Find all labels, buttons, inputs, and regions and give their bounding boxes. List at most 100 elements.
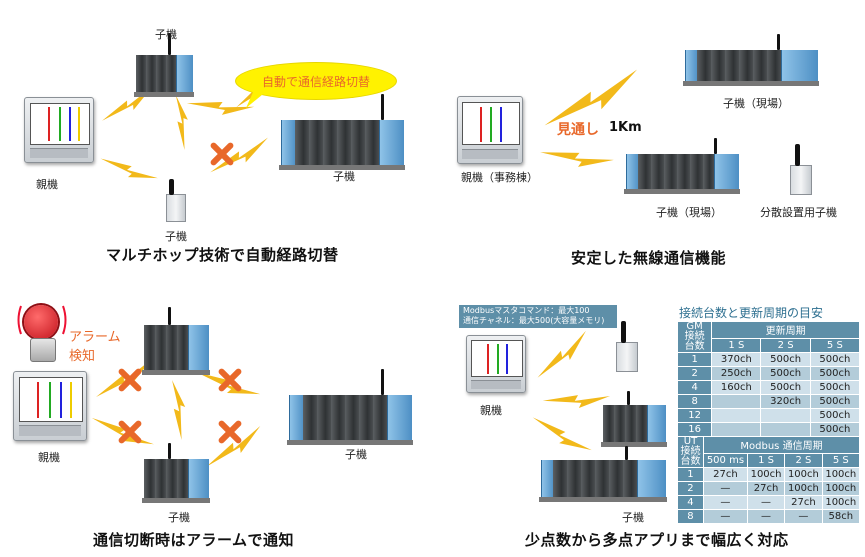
field-child-top xyxy=(683,34,819,86)
alarm-label-1: アラーム xyxy=(69,330,121,345)
ut-value-cell: 27ch xyxy=(784,495,823,510)
parent-recorder xyxy=(24,97,94,163)
gm-corner-text: 台数 xyxy=(684,341,705,352)
gm-value-cell: 500ch xyxy=(809,366,861,381)
child-bottom-label: 子機 xyxy=(165,230,187,243)
ut-value-cell: 27ch xyxy=(746,481,786,496)
ut-row-header-cell: 1 xyxy=(677,467,704,482)
gm-row-header-cell: 2 xyxy=(676,366,713,381)
modbus-note-line2: 通信チャネル：最大500(大容量メモリ) xyxy=(463,316,605,325)
office-parent-label: 親機（事務棟） xyxy=(461,171,538,184)
gm-corner-text: 接続 xyxy=(684,331,705,342)
gm-corner-text: GM xyxy=(686,321,703,332)
table-title: 接続台数と更新周期の目安 xyxy=(679,306,824,320)
gm-value-cell: 500ch xyxy=(809,352,861,367)
ut-corner-text: UT xyxy=(683,436,698,447)
ut-value-cell: 58ch xyxy=(821,509,861,524)
ut-value-cell: 100ch xyxy=(821,467,861,482)
ut-corner-text: 接続 xyxy=(680,446,701,457)
ut-corner-text: 台数 xyxy=(680,456,701,467)
modbus-caption: 少点数から多点アプリまで幅広く対応 xyxy=(525,531,789,549)
alarm-bell-icon xyxy=(24,305,58,339)
ut-group-header: Modbus 通信周期 xyxy=(702,436,861,454)
gm-value-cell: 500ch xyxy=(809,408,861,423)
field-child-bottom xyxy=(624,138,740,194)
gm-row-header-cell: 1 xyxy=(676,352,713,367)
ut-value-cell: — xyxy=(746,509,786,524)
parent-label: 親機 xyxy=(36,178,58,191)
gm-row-header-cell: 12 xyxy=(676,408,713,423)
field-child-bottom-label: 子機（現場） xyxy=(656,206,722,219)
bubble-tail xyxy=(246,90,268,108)
gm-value-cell xyxy=(760,408,811,423)
gm-value-cell: 370ch xyxy=(711,352,762,367)
ut-value-cell: — xyxy=(784,509,823,524)
modbus-note-line1: Modbusマスタコマンド：最大100 xyxy=(463,306,590,315)
gm-value-cell: 500ch xyxy=(760,352,811,367)
alarm-ring-icon xyxy=(17,305,67,335)
ut-value-cell: 100ch xyxy=(821,495,861,510)
gm-column-header: 1 S xyxy=(711,337,762,354)
modbus-child-mid xyxy=(601,391,667,447)
child-device-right xyxy=(279,94,405,170)
alarm-label-2: 検知 xyxy=(69,349,96,364)
alarm-child-bottom-label: 子機 xyxy=(168,511,190,524)
gm-value-cell xyxy=(760,422,811,437)
gm-row-header-cell: 4 xyxy=(676,380,713,395)
modbus-child-label: 子機 xyxy=(622,511,644,524)
gm-row-header-cell: 8 xyxy=(676,394,713,409)
ut-column-header: 500 ms xyxy=(702,452,748,469)
child-top-label: 子機 xyxy=(155,28,177,41)
ut-row-header-cell: 8 xyxy=(677,509,704,524)
stable-caption: 安定した無線通信機能 xyxy=(571,249,727,267)
alarm-caption: 通信切断時はアラームで通知 xyxy=(93,531,295,549)
ut-value-cell: — xyxy=(702,481,748,496)
gm-column-header: 2 S xyxy=(760,337,811,354)
gm-value-cell: 500ch xyxy=(809,394,861,409)
alarm-parent-recorder xyxy=(13,371,87,441)
gm-group-header: 更新周期 xyxy=(711,321,860,339)
ut-value-cell: — xyxy=(702,509,748,524)
ut-value-cell: 27ch xyxy=(702,467,748,482)
gm-value-cell xyxy=(711,408,762,423)
child-right-label: 子機 xyxy=(333,170,355,183)
ut-value-cell: 100ch xyxy=(784,481,823,496)
gm-value-cell: 320ch xyxy=(760,394,811,409)
ut-table-row: 8———58ch xyxy=(677,509,861,524)
modbus-unit xyxy=(616,321,638,372)
ut-column-header: 5 S xyxy=(821,452,861,469)
modbus-parent-recorder xyxy=(466,335,526,393)
distributed-unit xyxy=(790,144,812,195)
alarm-child-right-label: 子機 xyxy=(345,448,367,461)
gm-row-header-cell: 16 xyxy=(676,422,713,437)
office-parent-recorder xyxy=(457,96,523,164)
alarm-parent-label: 親機 xyxy=(38,451,60,464)
modbus-parent-label: 親機 xyxy=(480,404,502,417)
gm-value-cell: 500ch xyxy=(760,380,811,395)
range-text-a: 見通し xyxy=(557,122,599,138)
distributed-unit-label: 分散設置用子機 xyxy=(760,206,837,219)
gm-value-cell xyxy=(711,422,762,437)
ut-column-header: 1 S xyxy=(746,452,786,469)
field-child-top-label: 子機（現場） xyxy=(723,97,789,110)
child-unit-bottom xyxy=(166,179,186,222)
child-device-top xyxy=(134,33,194,97)
ut-value-cell: — xyxy=(702,495,748,510)
gm-table-row: 12 500ch xyxy=(676,408,861,423)
ut-row-header-cell: 4 xyxy=(677,495,704,510)
ut-value-cell: 100ch xyxy=(821,481,861,496)
ut-value-cell: — xyxy=(746,495,786,510)
